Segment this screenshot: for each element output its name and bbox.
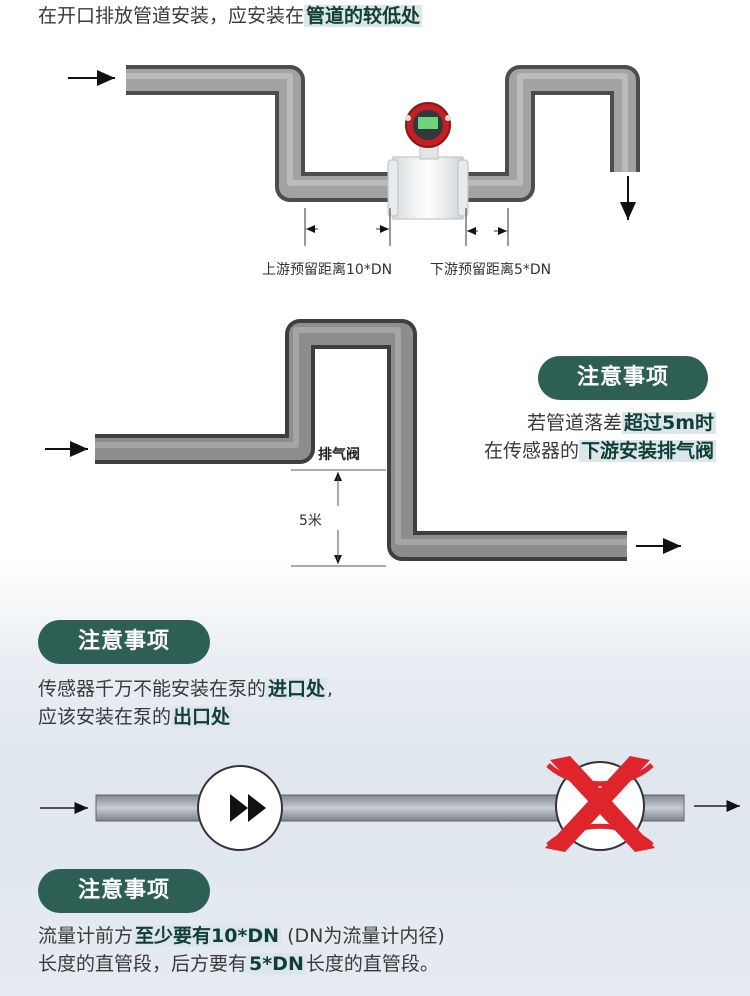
notice-2-line-1-plain: 传感器千万不能安装在泵的 bbox=[38, 678, 267, 700]
notice-1-line-2: 在传感器的下游安装排气阀 bbox=[484, 437, 716, 465]
notice-2-line-1: 传感器千万不能安装在泵的进口处, bbox=[38, 675, 333, 703]
intro-text: 在开口排放管道安装，应安装在管道的较低处 bbox=[38, 2, 423, 30]
exhaust-valve-label: 排气阀 bbox=[318, 447, 360, 463]
notice-2-line-2: 应该安装在泵的出口处 bbox=[38, 703, 233, 731]
notice-badge-3: 注意事项 bbox=[38, 869, 210, 913]
notice-2-line-1-highlight: 进口处 bbox=[266, 678, 328, 700]
pump-diagram bbox=[40, 756, 740, 852]
notice-1-line-1: 若管道落差超过5m时 bbox=[527, 409, 716, 437]
notice-3-line-1-suffix: (DN为流量计内径) bbox=[287, 925, 445, 947]
notice-3-line-2-plain: 长度的直管段，后方要有 bbox=[38, 953, 248, 975]
intro-plain: 在开口排放管道安装，应安装在 bbox=[38, 5, 305, 27]
notice-1-line-1-highlight: 超过5m时 bbox=[621, 412, 716, 434]
notice-badge-1: 注意事项 bbox=[538, 356, 708, 400]
intro-highlight: 管道的较低处 bbox=[304, 5, 423, 27]
cross-icon bbox=[545, 756, 655, 852]
downstream-distance-label: 下游预留距离5*DN bbox=[430, 262, 552, 278]
notice-1-line-2-plain: 在传感器的 bbox=[483, 440, 579, 462]
dimension-lines bbox=[304, 208, 509, 246]
upstream-distance-label: 上游预留距离10*DN bbox=[262, 262, 393, 278]
notice-3-line-1-plain: 流量计前方 bbox=[38, 925, 134, 947]
notice-3-line-1-highlight: 至少要有10*DN bbox=[133, 925, 282, 947]
notice-badge-2: 注意事项 bbox=[38, 620, 210, 664]
notice-1-line-2-highlight: 下游安装排气阀 bbox=[578, 440, 716, 462]
height-label: 5米 bbox=[299, 513, 322, 529]
notice-3-line-2-suffix: 长度的直管段。 bbox=[305, 953, 439, 975]
notice-3-line-1: 流量计前方至少要有10*DN (DN为流量计内径) bbox=[38, 922, 445, 950]
pipe-diagram-2 bbox=[45, 319, 681, 567]
notice-1-line-1-plain: 若管道落差 bbox=[526, 412, 622, 434]
notice-3-line-2-highlight: 5*DN bbox=[247, 953, 306, 975]
notice-2-line-2-plain: 应该安装在泵的 bbox=[38, 706, 172, 728]
notice-2-line-2-highlight: 出口处 bbox=[171, 706, 233, 728]
flowmeter bbox=[387, 102, 469, 220]
notice-2-line-1-suffix: , bbox=[327, 678, 334, 700]
pipe-diagram-1 bbox=[68, 65, 640, 220]
